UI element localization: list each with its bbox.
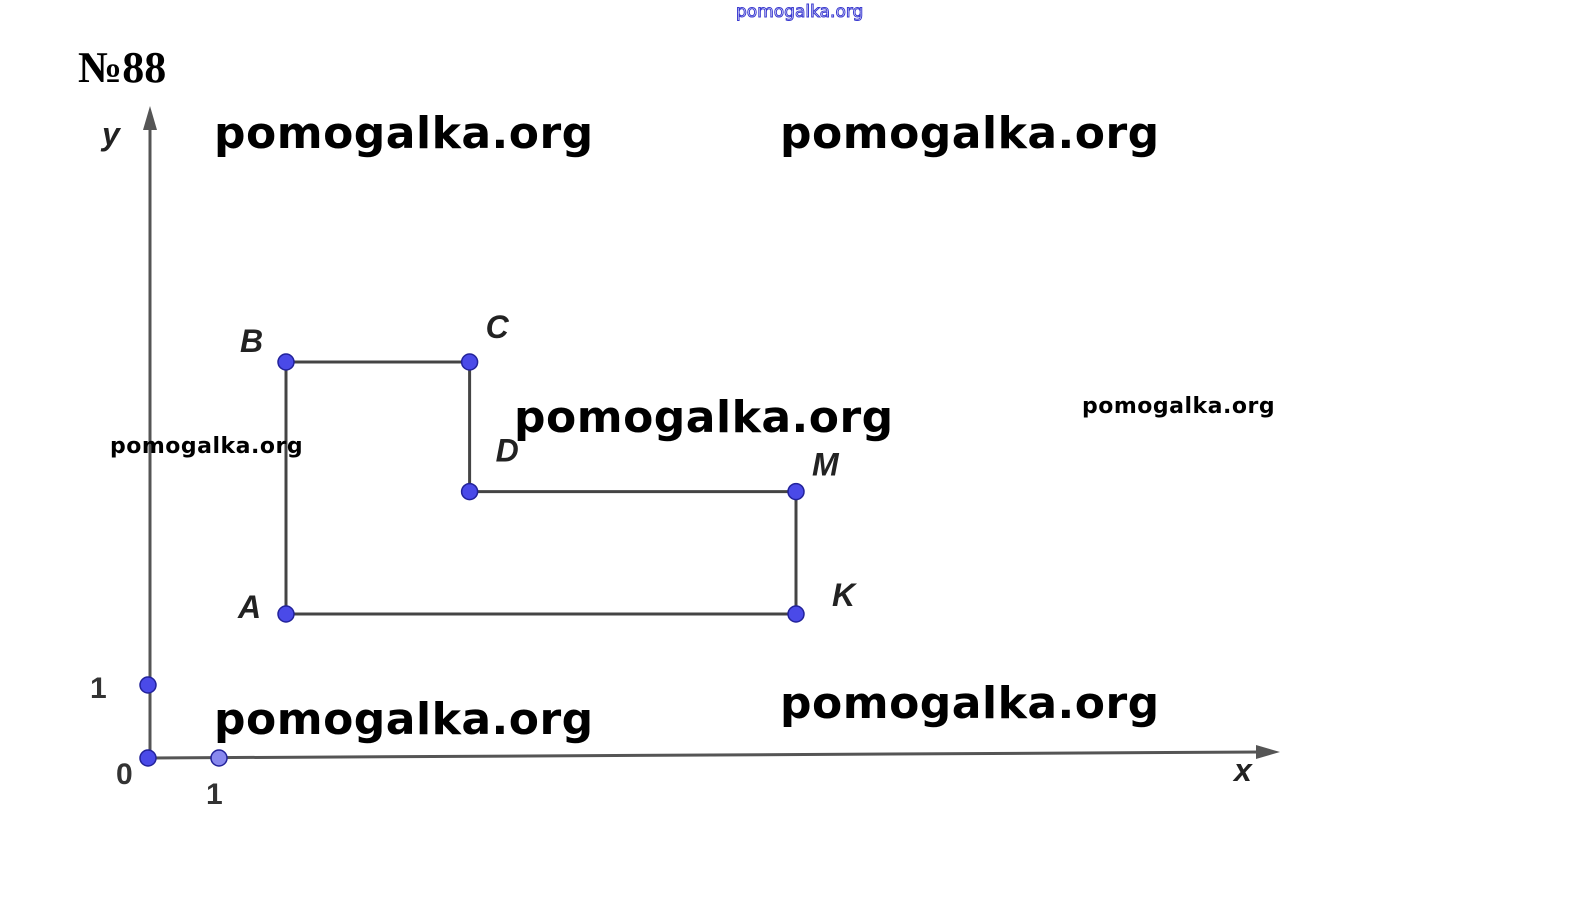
watermark: pomogalka.org: [110, 434, 304, 459]
point-label-K: K: [832, 577, 858, 613]
watermark: pomogalka.org: [214, 108, 594, 159]
x-unit-label: 1: [206, 778, 223, 811]
point-label-B: B: [240, 323, 263, 359]
point-D: [460, 482, 479, 501]
watermark: pomogalka.org: [214, 694, 594, 745]
watermark: pomogalka.org: [514, 392, 894, 443]
point-label-C: C: [486, 309, 510, 345]
point-label-M: M: [812, 447, 840, 483]
x-unit-point: [210, 749, 228, 767]
x-axis-arrow: [1256, 745, 1280, 759]
watermark: pomogalka.org: [1082, 394, 1276, 419]
point-label-D: D: [496, 433, 519, 469]
y-unit-point: [139, 676, 157, 694]
x-axis-label: x: [1234, 752, 1252, 788]
watermark: pomogalka.org: [780, 678, 1160, 729]
point-A: [277, 605, 295, 623]
problem-number: №88: [78, 43, 167, 92]
point-K: [787, 605, 805, 623]
y-axis-arrow: [143, 106, 157, 130]
origin-label: 0: [116, 758, 133, 791]
point-label-A: A: [237, 589, 261, 625]
site-label: pomogalka.org: [735, 2, 864, 23]
point-B: [277, 353, 295, 371]
point-C: [460, 353, 479, 371]
figure-layer: A B C D M K: [139, 309, 858, 767]
x-axis: [149, 750, 1263, 760]
watermark: pomogalka.org: [780, 108, 1160, 159]
y-axis-label: y: [102, 116, 120, 152]
point-M: [787, 482, 805, 501]
origin-point: [139, 749, 157, 767]
y-unit-label: 1: [90, 672, 107, 705]
